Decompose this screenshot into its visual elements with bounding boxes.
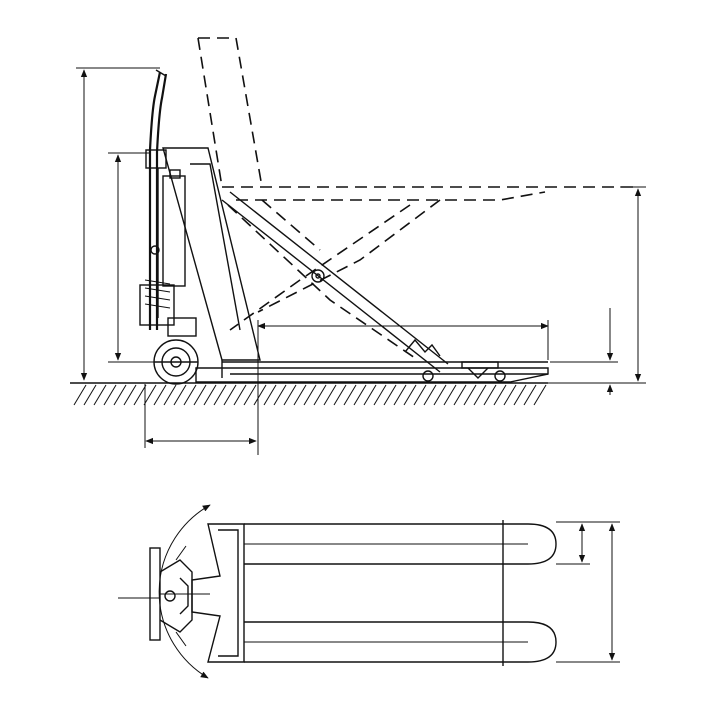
handle-solid [145, 69, 168, 330]
hatch-mark [243, 384, 257, 406]
steering-arc [118, 504, 211, 679]
hatch-mark [473, 384, 487, 406]
hatch-mark [163, 384, 177, 406]
hatch-mark [133, 384, 147, 406]
steer-wheel [153, 339, 199, 385]
hatch-mark [363, 384, 377, 406]
hatch-mark [443, 384, 457, 406]
hatch-mark [233, 384, 247, 406]
dimension-lines-top [556, 521, 620, 663]
hydraulic-pump [139, 169, 197, 337]
fork-lower [244, 621, 557, 663]
hatch-mark [183, 384, 197, 406]
hatch-mark [213, 384, 227, 406]
ground-hatching [73, 384, 547, 406]
scissor-mechanism-lowered [221, 191, 506, 382]
hatch-mark [393, 384, 407, 406]
hatch-mark [173, 384, 187, 406]
hatch-mark [143, 384, 157, 406]
hatch-mark [203, 384, 217, 406]
hatch-mark [263, 384, 277, 406]
hatch-mark [293, 384, 307, 406]
hatch-mark [313, 384, 327, 406]
hatch-mark [193, 384, 207, 406]
hatch-mark [343, 384, 357, 406]
hatch-mark [463, 384, 477, 406]
hatch-mark [113, 384, 127, 406]
hatch-mark [493, 384, 507, 406]
hatch-mark [383, 384, 397, 406]
hatch-mark [513, 384, 527, 406]
fork-upper [244, 523, 557, 565]
hatch-mark [223, 384, 237, 406]
hatch-mark [273, 384, 287, 406]
top-view [118, 504, 620, 679]
hatch-mark [353, 384, 367, 406]
hatch-mark [93, 384, 107, 406]
hatch-mark [533, 384, 547, 406]
hatch-mark [303, 384, 317, 406]
chassis-mast [162, 147, 261, 378]
hatch-mark [423, 384, 437, 406]
hatch-mark [73, 384, 87, 406]
hatch-mark [83, 384, 97, 406]
hatch-mark [503, 384, 517, 406]
hatch-mark [433, 384, 447, 406]
hatch-mark [153, 384, 167, 406]
hatch-mark [283, 384, 297, 406]
hatch-mark [453, 384, 467, 406]
dimension-lines-side [76, 67, 646, 455]
hatch-mark [333, 384, 347, 406]
side-view [70, 37, 646, 455]
hatch-mark [123, 384, 137, 406]
chassis-top [191, 523, 245, 663]
hatch-mark [403, 384, 417, 406]
hatch-mark [483, 384, 497, 406]
hatch-mark [523, 384, 537, 406]
hatch-mark [253, 384, 267, 406]
raised-position [197, 37, 640, 361]
ground-line [70, 382, 548, 406]
hatch-mark [323, 384, 337, 406]
hatch-mark [413, 384, 427, 406]
hatch-mark [373, 384, 387, 406]
hatch-mark [103, 384, 117, 406]
